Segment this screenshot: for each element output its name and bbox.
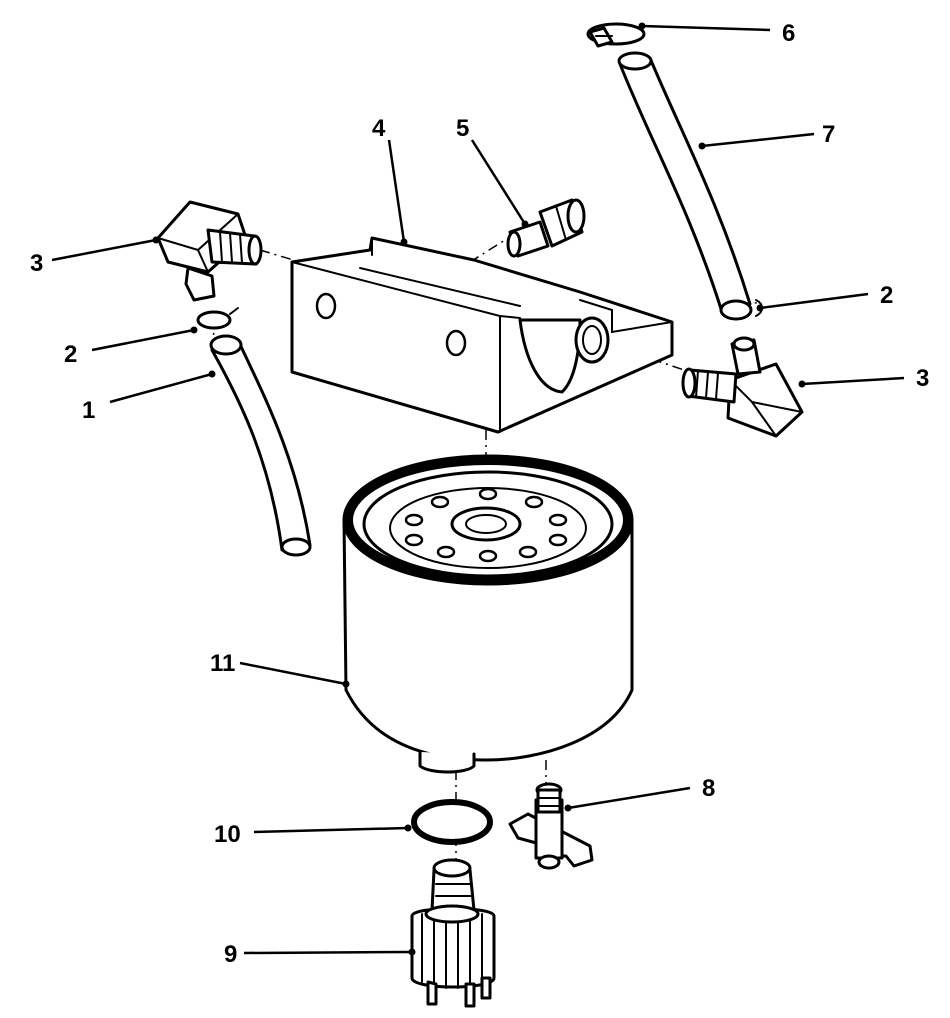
callout-2-left: 2 — [64, 341, 77, 368]
callout-9: 9 — [224, 941, 237, 968]
callout-10: 10 — [214, 821, 241, 848]
o-ring-left — [196, 307, 239, 330]
callout-3-right: 3 — [916, 365, 929, 392]
callout-8: 8 — [702, 775, 715, 802]
callout-2-right: 2 — [880, 282, 893, 309]
callout-labels: 1 2 3 4 5 6 7 2 3 11 8 10 9 — [30, 20, 929, 968]
callout-11: 11 — [210, 650, 235, 677]
callout-1: 1 — [82, 397, 95, 424]
callout-4: 4 — [372, 115, 386, 142]
hose-left — [209, 334, 312, 557]
hose-clamp — [586, 22, 646, 48]
callout-7: 7 — [822, 121, 835, 148]
elbow-fitting-left — [156, 200, 263, 302]
leader-lines — [51, 22, 905, 956]
callout-5: 5 — [456, 115, 469, 142]
seal-ring — [411, 799, 493, 845]
hose-right — [617, 51, 753, 321]
callout-6: 6 — [782, 20, 795, 47]
elbow-fitting-right — [681, 336, 804, 438]
mounting-bracket — [290, 236, 674, 434]
sensor-with-bracket — [508, 782, 594, 870]
heater-element — [410, 858, 496, 1008]
quick-fitting — [506, 198, 586, 258]
filter-canister — [342, 454, 634, 774]
callout-3-left: 3 — [30, 250, 43, 277]
